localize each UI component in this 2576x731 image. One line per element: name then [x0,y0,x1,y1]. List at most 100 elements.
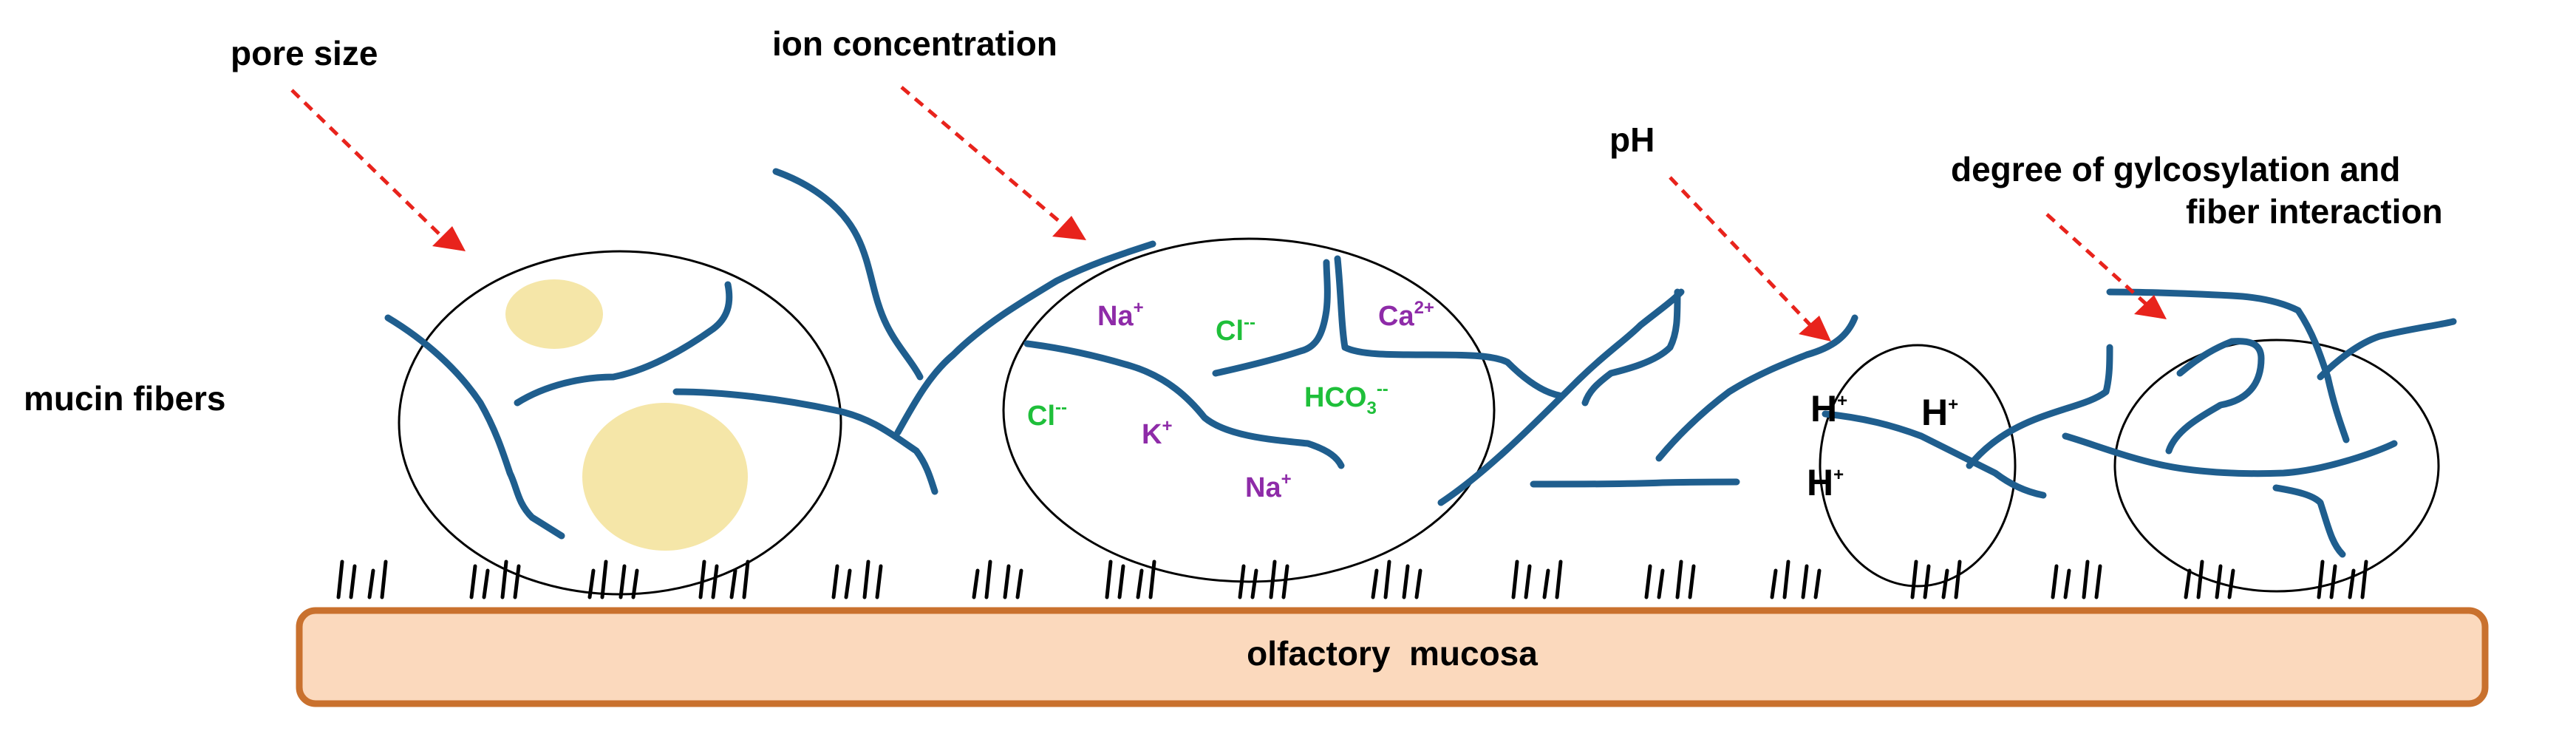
cilium [631,568,639,599]
cilium [2317,560,2325,599]
cilium [1383,560,1391,599]
ion-ca: Ca2+ [1378,298,1434,332]
fiber [2106,288,2350,443]
glycosylation-label-line2: fiber interaction [2186,192,2443,231]
fiber [2062,432,2398,477]
glycosylation-circle [2113,339,2440,593]
cilium [698,560,706,599]
pore-size-region [398,250,842,596]
cilium [2184,568,2192,599]
pore-small [505,279,603,349]
fiber [514,281,733,407]
cilium [1801,564,1809,599]
cilium [2215,564,2223,599]
olfactory-mucosa-label: olfactory mucosa [1247,634,1538,673]
cilium [1414,568,1422,599]
fiber [1655,314,1858,462]
cilium [1555,560,1563,599]
cilium [2063,568,2071,599]
cilium [2051,564,2059,599]
ion-h-3: H+ [1807,462,1844,503]
cilium [844,568,852,599]
fiber [2317,318,2457,381]
fiber [1581,288,1681,407]
fiber [1437,288,1685,506]
cilium [349,564,357,599]
cilium [1402,564,1410,599]
cilium [1117,564,1125,599]
cilium [2360,560,2368,599]
ion-concentration-circle [1002,237,1496,583]
ion-cl-1: Cl-- [1216,313,1255,347]
cilium [1770,568,1778,599]
arrowhead-ph [1799,316,1831,341]
ph-label: pH [1609,120,1655,159]
cilium [742,560,750,599]
arrow-ion-concentration [900,86,1066,227]
cilium [1813,568,1822,599]
glycosylation-label-line1: degree of gylcosylation and [1951,150,2400,188]
ion-h-2: H+ [1921,392,1958,433]
cilium [1281,564,1289,599]
cilium [513,564,521,599]
cilium [984,560,992,599]
cilium [862,560,870,599]
cilium [1675,560,1683,599]
cilium [1015,568,1023,599]
cilium [1524,564,1532,599]
ion-na-1: Na+ [1097,298,1144,332]
cilium [1371,568,1379,599]
cilium [600,560,608,599]
cilium [875,564,883,599]
cilium [469,564,477,599]
cilium [972,568,980,599]
pore-size-label: pore size [231,34,378,72]
ion-k: K+ [1142,416,1172,450]
cilium [1003,564,1011,599]
cilium [2329,564,2337,599]
ion-labels: Na+ Cl-- Ca2+ Cl-- HCO3-- K+ Na+ H+ H+ H… [1027,298,1958,503]
fiber [894,240,1156,436]
cilium [831,564,839,599]
cilium [500,560,508,599]
cilium [1250,568,1258,599]
pointer-arrows [290,86,2167,341]
fiber [2272,484,2346,558]
cilium [1542,568,1550,599]
cilium [2227,568,2235,599]
cilium [367,568,375,599]
cilium [482,568,490,599]
cilium [1269,560,1277,599]
pore-large [582,403,748,551]
cilium [336,560,344,599]
cilium [1910,560,1918,599]
ion-h-1: H+ [1810,388,1847,429]
ion-concentration-label: ion concentration [772,24,1057,63]
pore-size-circle [398,250,842,596]
arrowhead-glycosylation [2134,295,2167,319]
arrow-glycosylation [2045,213,2148,306]
cilium [1657,568,1665,599]
fiber [672,388,938,495]
mucin-fiber-network [384,168,2457,558]
ion-na-2: Na+ [1245,469,1292,503]
cilium [1941,568,1949,599]
ion-hco3: HCO3-- [1304,379,1388,418]
fiber [1023,340,1345,469]
cilium [1105,560,1113,599]
cilium [729,568,737,599]
arrow-ph [1669,176,1812,327]
cilium [1644,564,1652,599]
cilium [1954,560,1962,599]
cilium [380,560,388,599]
fiber [384,314,565,540]
cilium [2094,564,2102,599]
ph-circle [1819,344,2017,588]
fiber [1966,344,2113,469]
fiber [1212,259,1331,377]
cilium [1511,560,1519,599]
arrow-pore-size [290,89,445,239]
cilium [1688,564,1696,599]
